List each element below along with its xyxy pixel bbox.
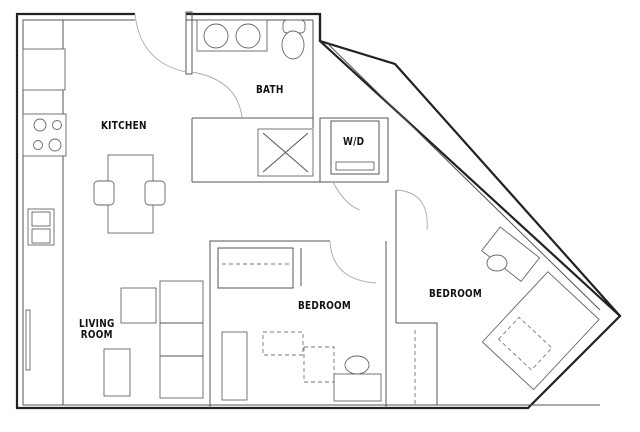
sofa xyxy=(159,280,204,399)
room-label-bedroom-2: BEDROOM xyxy=(429,288,483,300)
stove xyxy=(22,113,67,157)
outer-walls xyxy=(15,12,622,410)
living-line2: ROOM xyxy=(80,329,113,341)
bedroom1-furniture xyxy=(221,331,382,402)
bedroom2-furniture xyxy=(481,226,600,391)
living-line1: LIVING xyxy=(79,318,115,330)
kitchen-fixtures xyxy=(22,48,166,371)
room-label-wd: W/D xyxy=(343,136,365,148)
door-swings xyxy=(134,13,428,284)
room-label-bedroom-1: BEDROOM xyxy=(298,300,352,312)
room-label-bath: BATH xyxy=(256,84,284,96)
room-label-kitchen: KITCHEN xyxy=(101,120,147,132)
bath-fixtures xyxy=(196,19,314,177)
living-furniture xyxy=(103,280,204,399)
room-label-living: LIVING ROOM xyxy=(79,319,115,341)
